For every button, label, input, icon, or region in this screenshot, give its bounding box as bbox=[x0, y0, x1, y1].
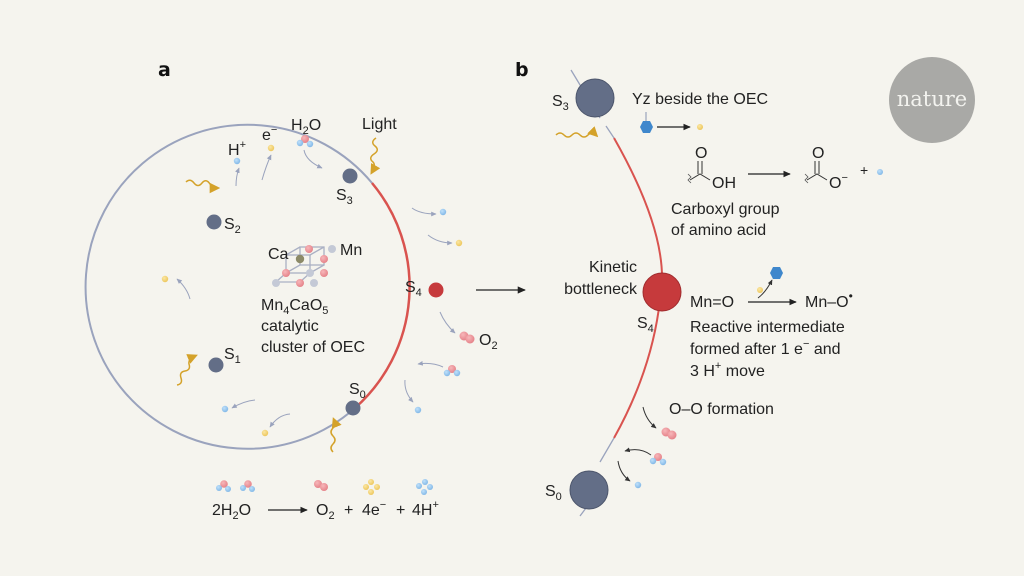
carboxyl-caption-line1: Carboxyl group bbox=[671, 201, 780, 218]
equation-molecules bbox=[216, 479, 433, 495]
s-state-cycle bbox=[84, 123, 411, 450]
cycle-arc-red bbox=[354, 182, 411, 409]
state-node-s0[interactable] bbox=[345, 400, 361, 416]
state-label-s1: S1 bbox=[224, 346, 241, 366]
light-wave-icon bbox=[185, 179, 221, 194]
proton-particle bbox=[877, 169, 883, 175]
water-molecule bbox=[649, 453, 667, 466]
bottleneck-line2: bottleneck bbox=[564, 281, 638, 298]
electron-particle bbox=[261, 429, 269, 437]
flow-arrows bbox=[176, 149, 456, 428]
state-node-s0-large[interactable] bbox=[569, 470, 609, 510]
electron-particle bbox=[697, 124, 703, 130]
state-label-s0: S0 bbox=[349, 381, 366, 401]
panel-b-label: b bbox=[515, 59, 529, 81]
proton-particle bbox=[634, 481, 642, 489]
proton-particle bbox=[439, 208, 447, 216]
electron-label: e− bbox=[262, 124, 277, 144]
tyrosine-yz-icon bbox=[640, 121, 653, 133]
electron-particle bbox=[757, 287, 763, 293]
product-mn-o-radical: Mn–O• bbox=[805, 289, 853, 311]
state-node-s2[interactable] bbox=[206, 214, 222, 230]
panel-a-label: a bbox=[158, 59, 171, 81]
cluster-formula: Mn4CaO5 bbox=[261, 297, 328, 317]
plus-sign: + bbox=[860, 162, 868, 178]
electron-particle bbox=[267, 144, 275, 152]
light-wave-icon bbox=[176, 354, 198, 386]
state-label-s3-b: S3 bbox=[552, 93, 569, 113]
equation-plus: + bbox=[344, 502, 353, 519]
cluster-caption-line3: cluster of OEC bbox=[261, 339, 365, 356]
state-node-s1[interactable] bbox=[208, 357, 224, 373]
svg-text:O: O bbox=[812, 145, 824, 162]
oo-formation-label: O–O formation bbox=[669, 401, 774, 418]
svg-text:nature: nature bbox=[897, 87, 967, 111]
mn4cao5-cluster-icon bbox=[272, 245, 336, 287]
cycle-arc-gray bbox=[84, 123, 373, 450]
yz-label: Yz beside the OEC bbox=[632, 91, 768, 108]
state-node-s3-large[interactable] bbox=[575, 78, 615, 118]
proton-label: H+ bbox=[228, 139, 246, 159]
state-label-s4: S4 bbox=[405, 279, 422, 299]
svg-text:O: O bbox=[695, 145, 707, 162]
particles bbox=[161, 135, 475, 437]
light-squiggles bbox=[176, 137, 381, 453]
light-wave-icon bbox=[555, 126, 599, 138]
bottleneck-line1: Kinetic bbox=[589, 259, 637, 276]
state-node-s3[interactable] bbox=[342, 168, 358, 184]
equation-plus: + bbox=[396, 502, 405, 519]
electron-particle bbox=[161, 275, 169, 283]
proton-particle bbox=[414, 406, 422, 414]
hydroxyl-label: OH bbox=[712, 175, 736, 192]
mn-label: Mn bbox=[340, 242, 362, 259]
reaction-caption-line3: 3 H+ move bbox=[690, 360, 765, 380]
state-label-s4-b: S4 bbox=[637, 315, 654, 335]
ca-label: Ca bbox=[268, 246, 289, 263]
reaction-caption-line2: formed after 1 e− and bbox=[690, 338, 841, 358]
carboxylate-label: O− bbox=[829, 172, 848, 192]
equation-product-o2: O2 bbox=[316, 502, 335, 522]
light-wave-icon bbox=[370, 137, 381, 175]
carboxylate-structure: O O− bbox=[804, 145, 848, 192]
state-label-s3: S3 bbox=[336, 187, 353, 207]
state-label-s0-b: S0 bbox=[545, 483, 562, 503]
oo-arrows bbox=[617, 406, 657, 482]
equation-protons: 4H+ bbox=[412, 499, 439, 519]
state-label-s2: S2 bbox=[224, 216, 241, 236]
water-label: H2O bbox=[291, 117, 321, 137]
equation-electrons: 4e− bbox=[362, 499, 386, 519]
oxygen-molecule bbox=[459, 331, 475, 344]
light-wave-icon bbox=[330, 417, 342, 453]
electron-particle bbox=[455, 239, 463, 247]
water-molecule bbox=[443, 365, 461, 377]
carboxyl-caption-line2: of amino acid bbox=[671, 222, 766, 239]
cluster-caption-line2: catalytic bbox=[261, 318, 319, 335]
reaction-caption-line1: Reactive intermediate bbox=[690, 319, 845, 336]
proton-particle bbox=[233, 157, 241, 165]
state-node-s4[interactable] bbox=[428, 282, 444, 298]
oxygen-label: O2 bbox=[479, 332, 498, 352]
light-label: Light bbox=[362, 116, 397, 133]
tyrosine-yz-icon bbox=[770, 267, 783, 279]
state-node-s4-large[interactable] bbox=[642, 272, 682, 312]
carboxyl-structure: O OH bbox=[687, 145, 736, 192]
proton-particle bbox=[221, 405, 229, 413]
reactant-mn-o: Mn=O bbox=[690, 294, 734, 311]
oxygen-molecule bbox=[661, 427, 677, 440]
water-molecule bbox=[296, 135, 314, 148]
equation-reactant: 2H2O bbox=[212, 502, 251, 522]
nature-logo: nature bbox=[889, 57, 975, 143]
electron-transfer-arrow bbox=[757, 279, 773, 299]
